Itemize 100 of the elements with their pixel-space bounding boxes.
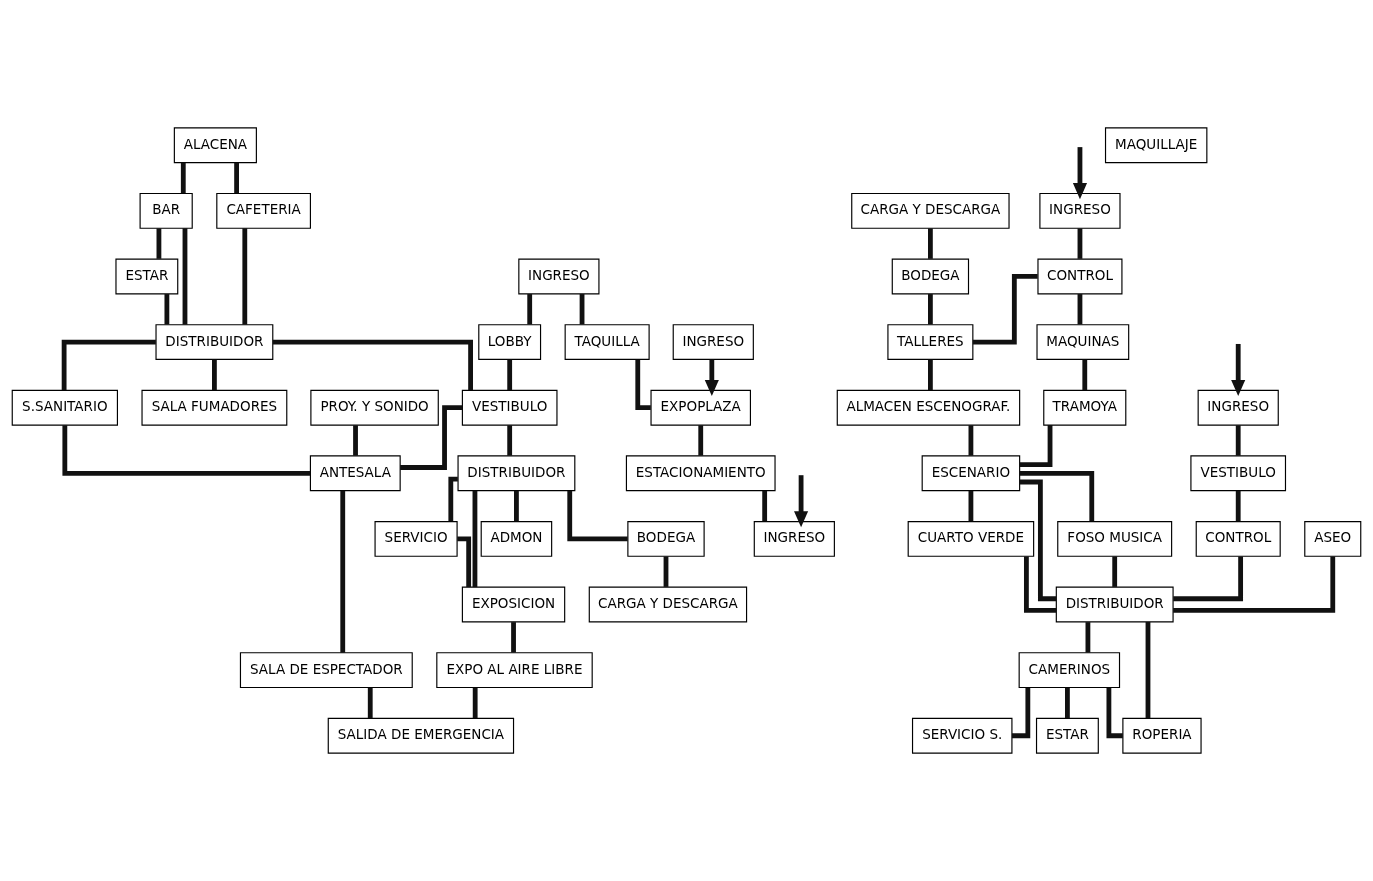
node-box: VESTIBULO <box>1190 455 1287 492</box>
node-box: MAQUINAS <box>1036 324 1130 361</box>
node-box: CAFETERIA <box>216 192 311 229</box>
connector <box>400 405 463 470</box>
node-box: S.SANITARIO <box>11 389 118 426</box>
connector <box>457 536 472 587</box>
connector <box>242 228 248 325</box>
node-box: DISTRIBUIDOR <box>1055 586 1174 623</box>
node-box: BAR <box>139 192 193 229</box>
node-box: BODEGA <box>627 520 705 557</box>
connector <box>1019 479 1057 602</box>
connector <box>1077 228 1083 259</box>
node-box: SALIDA DE EMERGENCIA <box>327 717 515 754</box>
node-box: ESCENARIO <box>921 455 1021 492</box>
connector <box>928 228 933 259</box>
connector <box>507 359 513 391</box>
connector <box>448 476 458 522</box>
connector <box>579 294 585 325</box>
connector <box>1112 556 1118 587</box>
connector <box>511 622 516 653</box>
node-box: EXPOSICION <box>461 586 566 623</box>
connector <box>1173 556 1244 602</box>
connector <box>928 359 933 391</box>
node-box: EXPOPLAZA <box>650 389 751 426</box>
node-box: CONTROL <box>1195 520 1281 557</box>
connector <box>62 425 311 476</box>
node-box: SALA FUMADORES <box>141 389 288 426</box>
node-box: VESTIBULO <box>461 389 558 426</box>
node-box: SERVICIO <box>374 520 458 557</box>
connector <box>507 425 513 456</box>
node-box: FOSO MUSICA <box>1057 520 1173 557</box>
node-box: CARGA Y DESCARGA <box>851 192 1010 229</box>
connector <box>1235 490 1241 522</box>
connector <box>212 359 217 391</box>
connector <box>234 162 239 194</box>
connector <box>1085 622 1091 653</box>
connector <box>663 556 669 587</box>
connector <box>514 490 519 522</box>
connector <box>472 687 478 719</box>
node-box: INGRESO <box>753 520 835 557</box>
node-box: CARGA Y DESCARGA <box>588 586 748 623</box>
connector <box>1082 359 1088 391</box>
connector <box>567 490 628 542</box>
node-box: MAQUILLAJE <box>1104 127 1208 164</box>
node-box: CUARTO VERDE <box>907 520 1035 557</box>
node-box: EXPO AL AIRE LIBRE <box>436 652 593 689</box>
connector <box>968 425 974 456</box>
connector <box>1019 470 1095 522</box>
node-box: ESTACIONAMIENTO <box>625 455 776 492</box>
node-box: ESTAR <box>1035 717 1099 754</box>
arrow <box>1231 343 1246 397</box>
node-box: SERVICIO S. <box>911 717 1013 754</box>
connector <box>367 687 373 719</box>
connector <box>1173 556 1336 613</box>
connector <box>340 490 346 653</box>
node-box: BODEGA <box>891 258 970 295</box>
connector <box>61 339 156 391</box>
node-box: DISTRIBUIDOR <box>155 324 274 361</box>
node-box: ESTAR <box>115 258 179 295</box>
node-box: DISTRIBUIDOR <box>457 455 576 492</box>
connector <box>527 294 533 325</box>
connector <box>1065 687 1070 719</box>
node-box: ROPERIA <box>1122 717 1202 754</box>
connector <box>353 425 358 456</box>
node-box: CAMERINOS <box>1018 652 1121 689</box>
connector <box>156 228 162 259</box>
connector <box>635 359 651 411</box>
connector <box>1106 687 1123 739</box>
arrow <box>794 475 809 528</box>
node-box: TRAMOYA <box>1043 389 1127 426</box>
node-box: ALMACEN ESCENOGRAF. <box>836 389 1021 426</box>
connector <box>1024 556 1057 613</box>
node-box: TALLERES <box>887 324 974 361</box>
node-box: CONTROL <box>1037 258 1123 295</box>
node-box: PROY. Y SONIDO <box>310 389 439 426</box>
node-box: INGRESO <box>518 258 600 295</box>
connector <box>1235 425 1241 456</box>
connector <box>180 162 186 194</box>
arrow <box>1072 147 1087 200</box>
connector <box>968 490 974 522</box>
connector <box>272 339 473 391</box>
node-box: INGRESO <box>1197 389 1279 426</box>
node-box: ANTESALA <box>309 455 401 492</box>
node-box: SALA DE ESPECTADOR <box>239 652 413 689</box>
connector <box>1011 687 1031 739</box>
node-box: LOBBY <box>478 324 542 361</box>
connector <box>928 294 933 325</box>
node-box: ASEO <box>1304 520 1362 557</box>
node-box: INGRESO <box>1039 192 1121 229</box>
connector <box>182 228 188 325</box>
connector <box>1019 425 1053 468</box>
connector <box>762 490 768 522</box>
arrow <box>704 359 719 397</box>
connector <box>164 294 170 325</box>
node-box: INGRESO <box>672 324 754 361</box>
connector <box>1145 621 1151 719</box>
node-box: TAQUILLA <box>564 324 650 361</box>
connector <box>1077 294 1083 325</box>
node-box: ADMON <box>480 520 553 557</box>
connector <box>472 490 478 588</box>
